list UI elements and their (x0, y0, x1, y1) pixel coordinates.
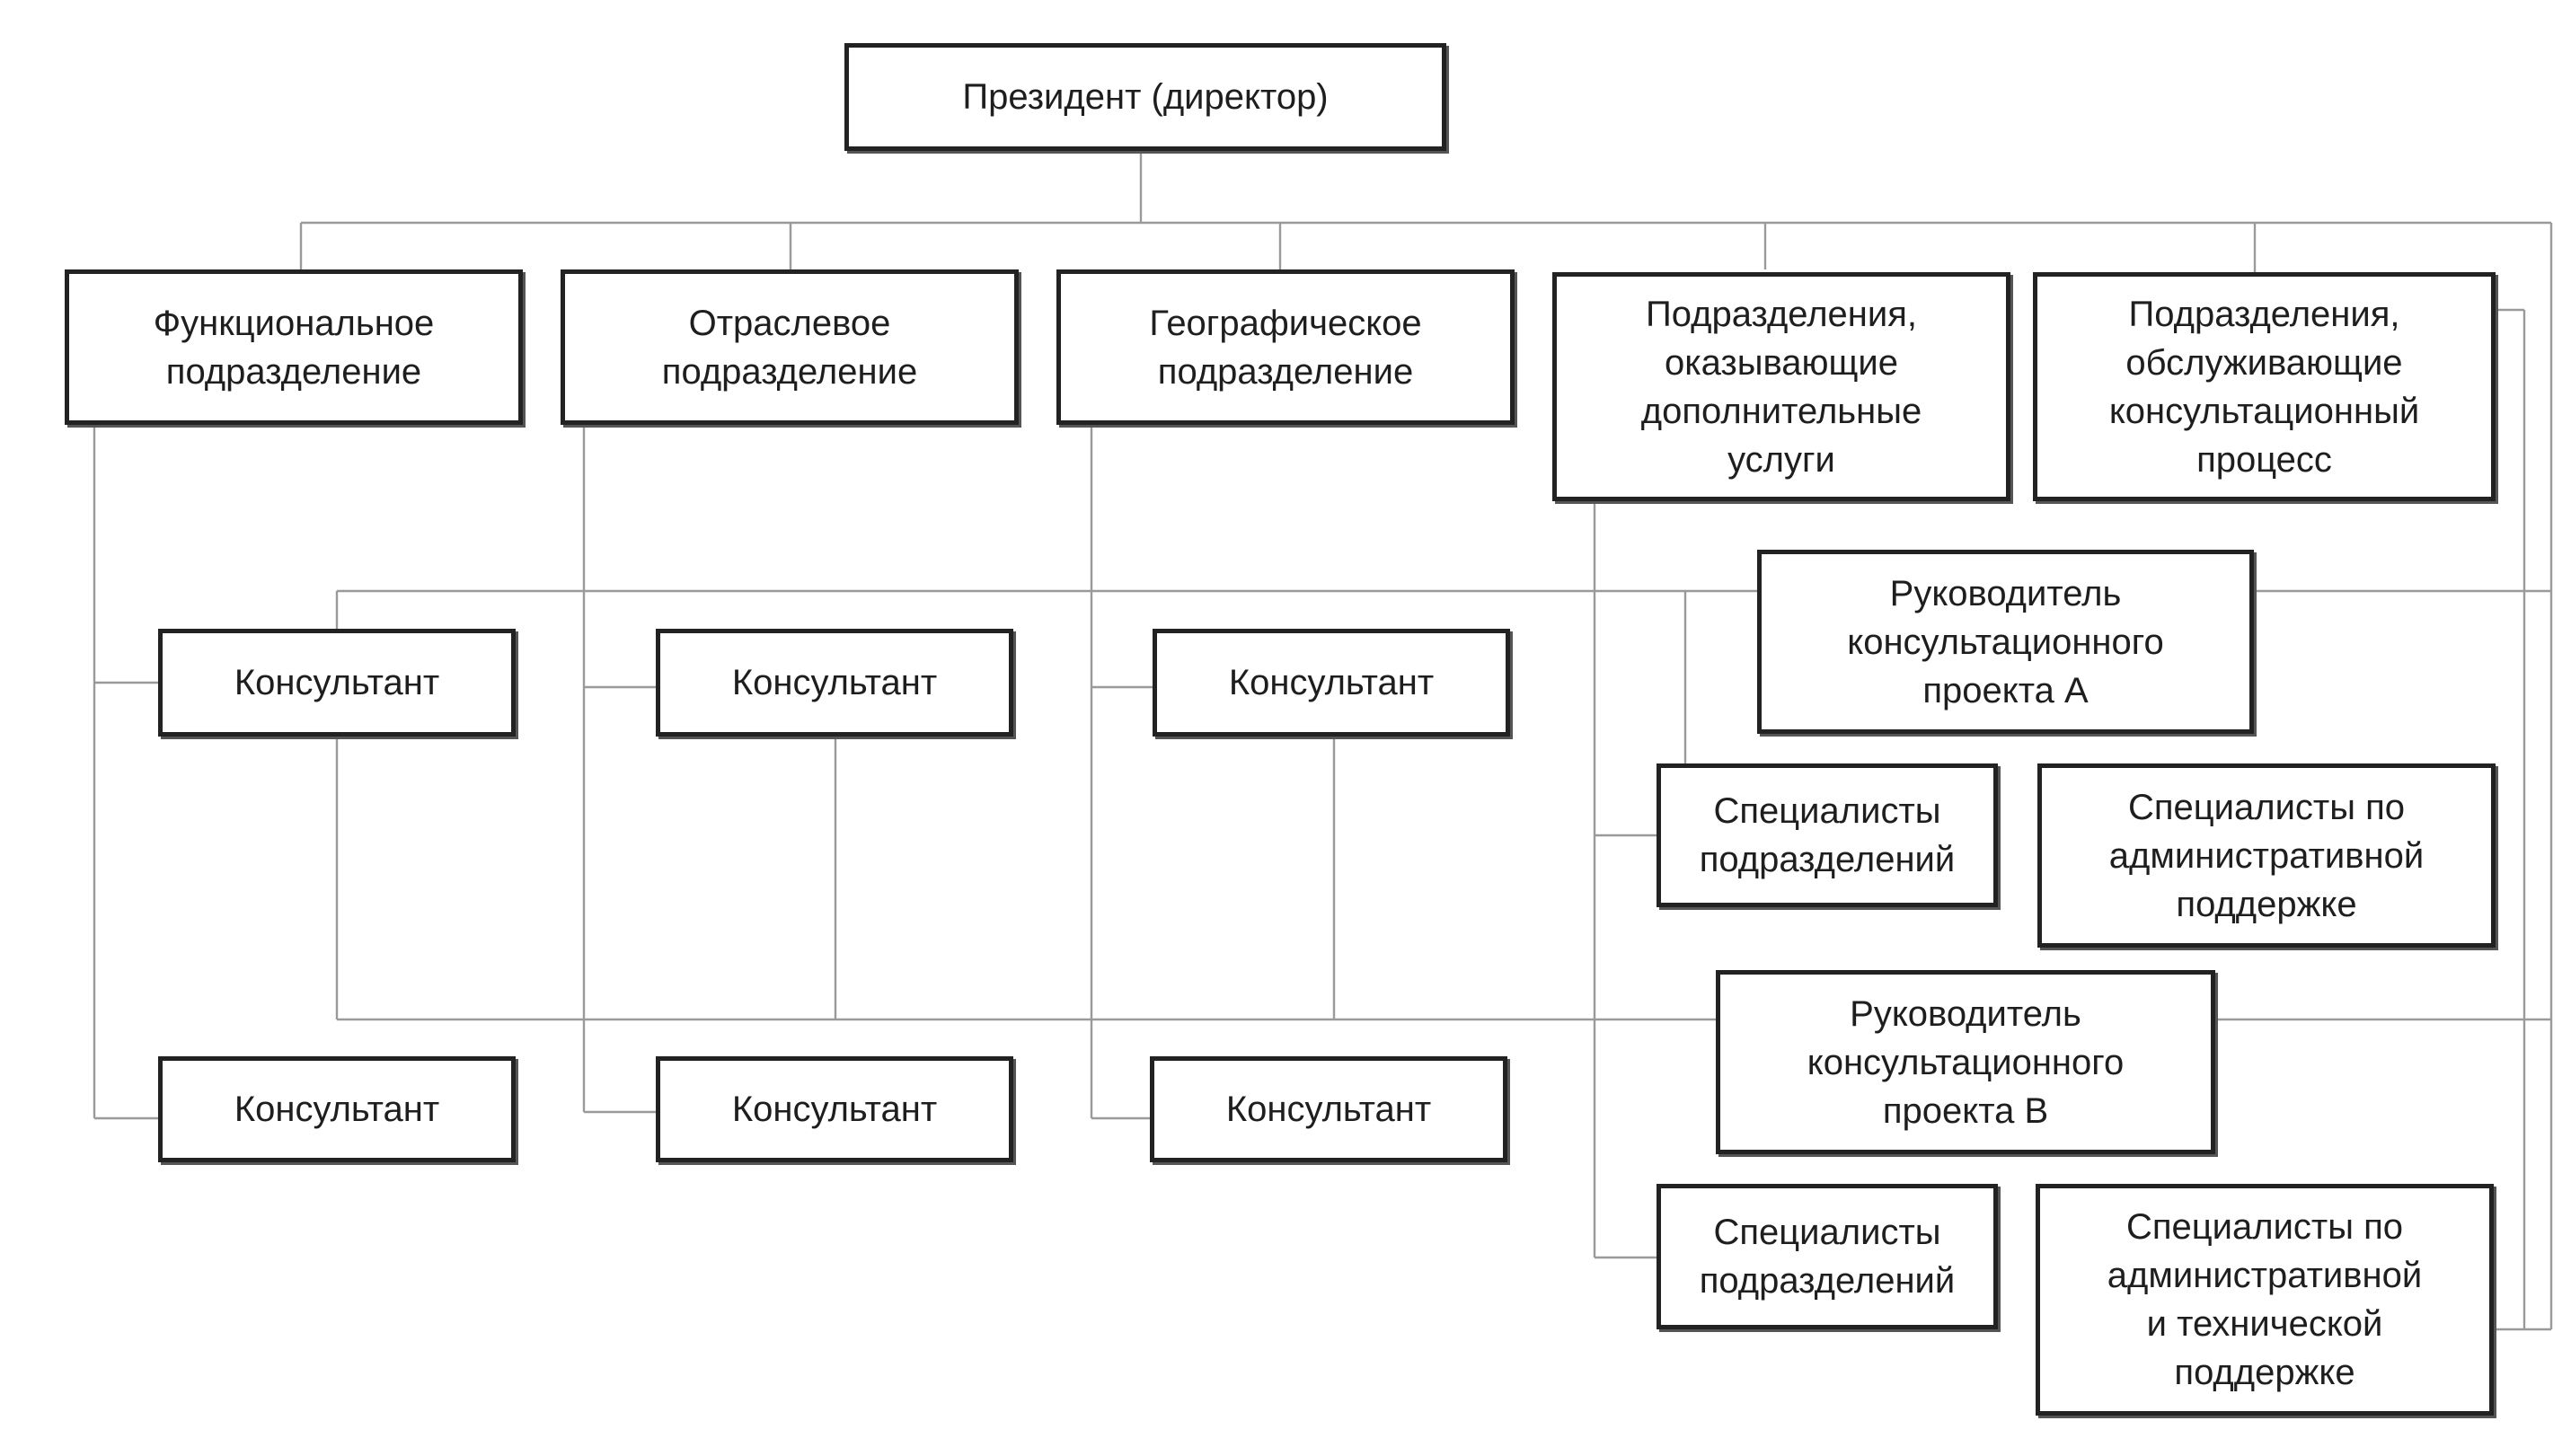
node-label: Специалисты подразделений (1699, 1213, 1956, 1301)
node-label: Президент (директор) (962, 77, 1329, 117)
node-label: Консультант (731, 1090, 938, 1129)
unit-specialists-box: Специалисты подразделений (1657, 763, 1998, 907)
consultant-box: Консультант (158, 629, 516, 737)
consultant-box: Консультант (656, 1056, 1013, 1162)
node-label: Отраслевое подразделение (661, 303, 918, 392)
node-label: Специалисты подразделений (1699, 791, 1956, 879)
node-label: Подразделения, оказывающие дополнительны… (1640, 294, 1922, 480)
node-label: Специалисты по административной поддержк… (2108, 787, 2425, 924)
node-label: Руководитель консультационного проекта В (1807, 993, 2125, 1131)
node-label: Географическое подразделение (1149, 303, 1422, 392)
consultant-box: Консультант (656, 629, 1013, 737)
consultant-box: Консультант (1150, 1056, 1507, 1162)
node-label: Консультант (1228, 663, 1435, 702)
node-label: Консультант (1225, 1090, 1432, 1129)
node-label: Подразделения, обслуживающие консультаци… (2108, 294, 2420, 480)
admin-support-specialists-box: Специалисты по административной поддержк… (2037, 763, 2496, 948)
node-label: Специалисты по административной и технич… (2107, 1207, 2423, 1392)
node-label: Руководитель консультационного проекта А (1847, 573, 2164, 710)
president-box: Президент (директор) (844, 43, 1446, 151)
geographic-unit-box: Географическое подразделение (1056, 269, 1515, 425)
node-label: Консультант (731, 663, 938, 702)
process-servicing-units-box: Подразделения, обслуживающие консультаци… (2033, 272, 2496, 501)
unit-specialists-box: Специалисты подразделений (1657, 1184, 1998, 1329)
node-label: Консультант (234, 1090, 440, 1129)
project-a-manager-box: Руководитель консультационного проекта А (1757, 550, 2254, 734)
node-label: Функциональное подразделение (153, 303, 435, 392)
admin-tech-support-specialists-box: Специалисты по административной и технич… (2036, 1184, 2494, 1416)
node-label: Консультант (234, 663, 440, 702)
industry-unit-box: Отраслевое подразделение (561, 269, 1019, 425)
consultant-box: Консультант (158, 1056, 516, 1162)
additional-services-box: Подразделения, оказывающие дополнительны… (1552, 272, 2010, 501)
functional-unit-box: Функциональное подразделение (65, 269, 523, 425)
project-b-manager-box: Руководитель консультационного проекта В (1716, 970, 2215, 1154)
consultant-box: Консультант (1153, 629, 1510, 737)
